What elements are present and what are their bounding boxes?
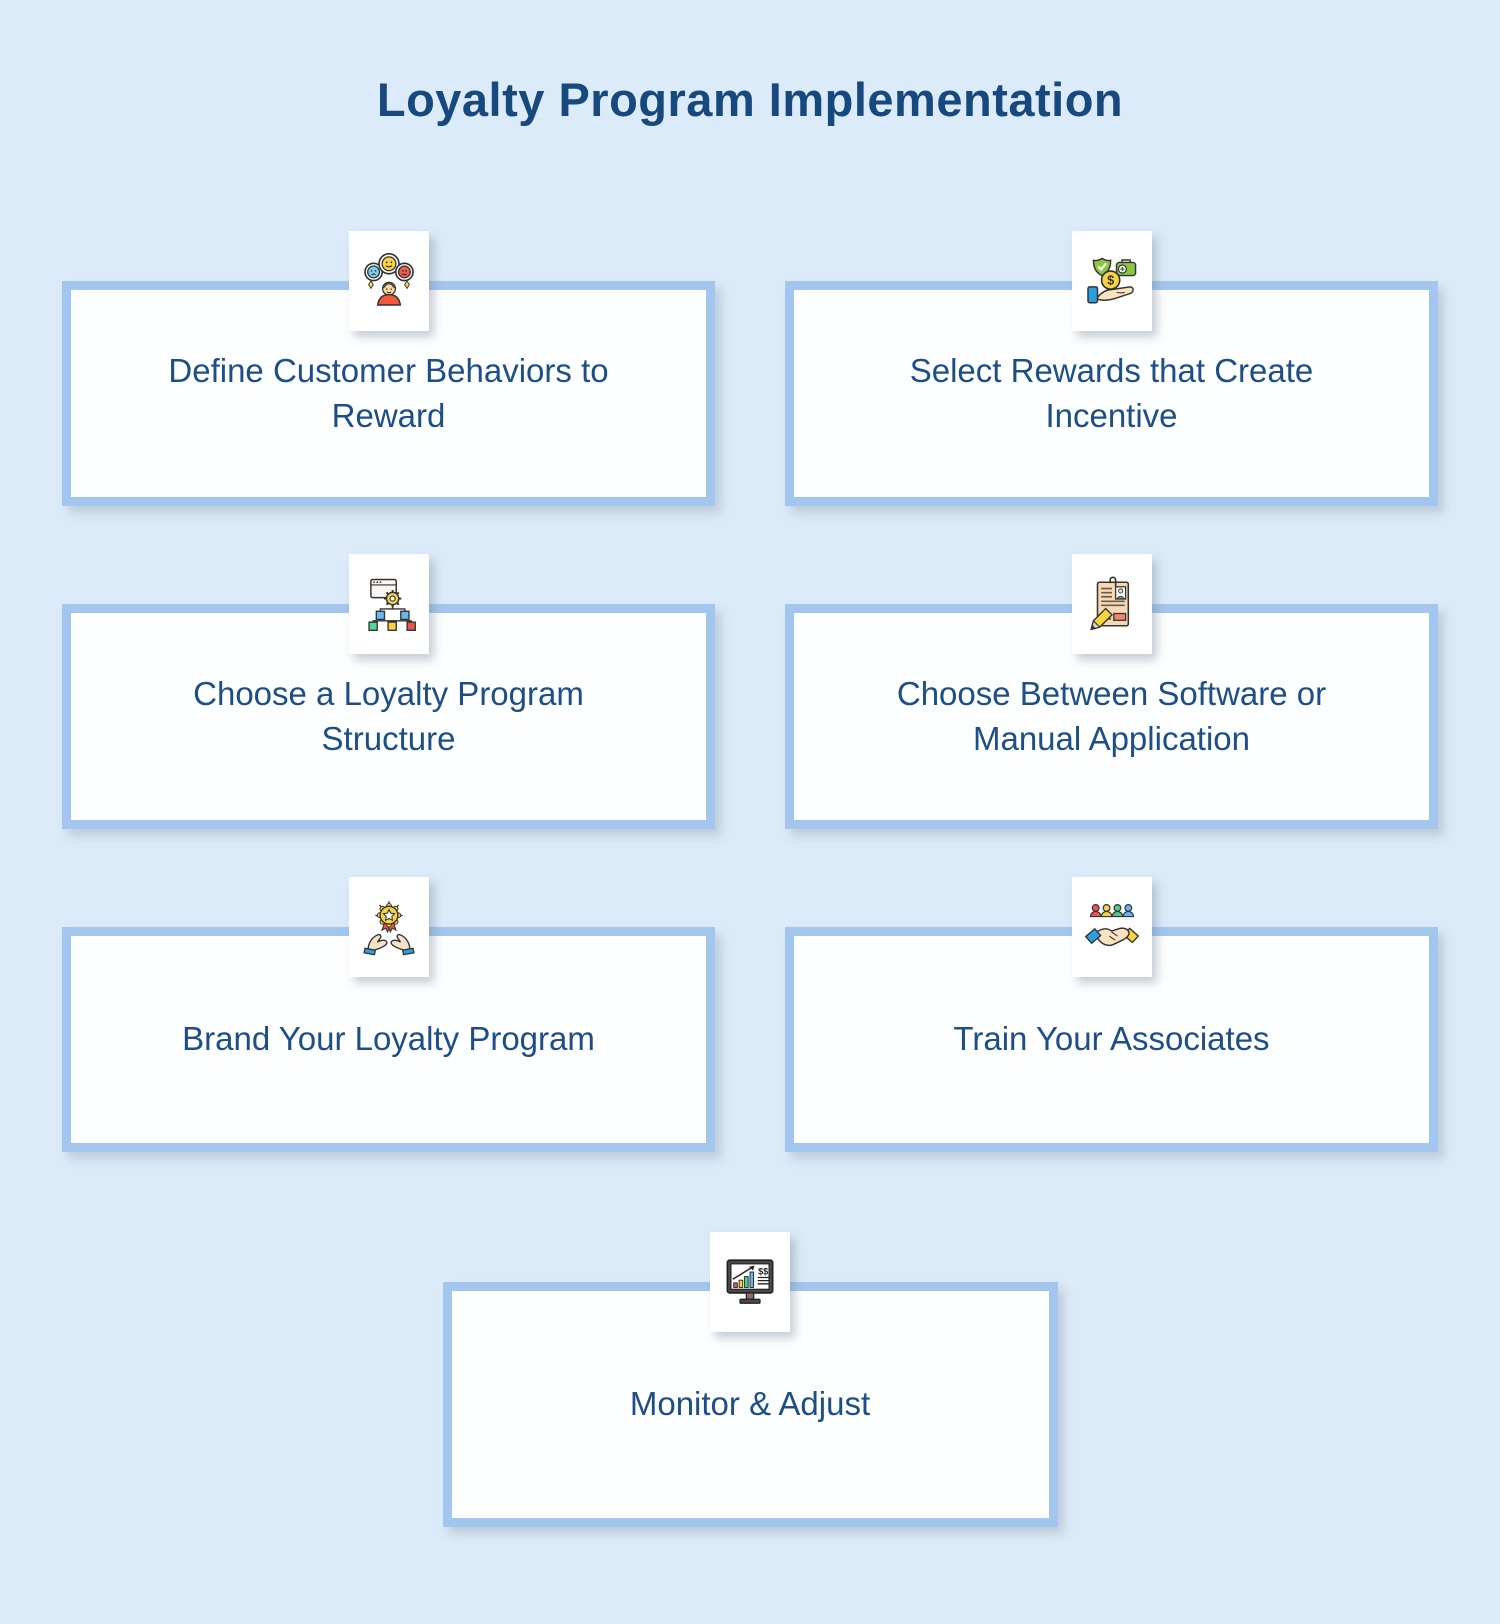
brand-award-icon [348,877,429,977]
page-title: Loyalty Program Implementation [376,73,1124,126]
step-card: Train Your Associates [785,877,1438,1152]
step-card: Define Customer Behaviors to Reward [62,231,715,506]
customer-emotions-icon [348,231,429,331]
step-card: Choose Between Software or Manual Applic… [785,554,1438,829]
step-label: Choose Between Software or Manual Applic… [896,675,1327,757]
row-2: Choose a Loyalty Program Structure [62,554,1438,829]
monitor-chart-icon: $$ [710,1232,790,1332]
steps-grid: Define Customer Behaviors to Reward $ [62,231,1438,1527]
row-1: Define Customer Behaviors to Reward $ [62,231,1438,506]
step-label: Choose a Loyalty Program Structure [193,675,584,757]
step-label: Select Rewards that Create Incentive [909,352,1314,434]
step-card: $$ Monitor & Adjust [442,1232,1058,1527]
svg-text:$$: $$ [758,1266,768,1276]
step-card: Brand Your Loyalty Program [62,877,715,1152]
row-3: Brand Your Loyalty Program [62,877,1438,1152]
handshake-icon [1071,877,1152,977]
svg-text:$: $ [1107,274,1114,288]
application-form-icon [1071,554,1152,654]
program-structure-icon [348,554,429,654]
step-card: $ Select Rewards that Create Incentive [785,231,1438,506]
step-label: Train Your Associates [953,1020,1270,1058]
row-4: $$ Monitor & Adjust [62,1232,1438,1527]
step-label: Monitor & Adjust [629,1385,871,1423]
step-label: Brand Your Loyalty Program [182,1020,595,1058]
reward-money-icon: $ [1071,231,1152,331]
step-card: Choose a Loyalty Program Structure [62,554,715,829]
step-label: Define Customer Behaviors to Reward [168,352,609,434]
